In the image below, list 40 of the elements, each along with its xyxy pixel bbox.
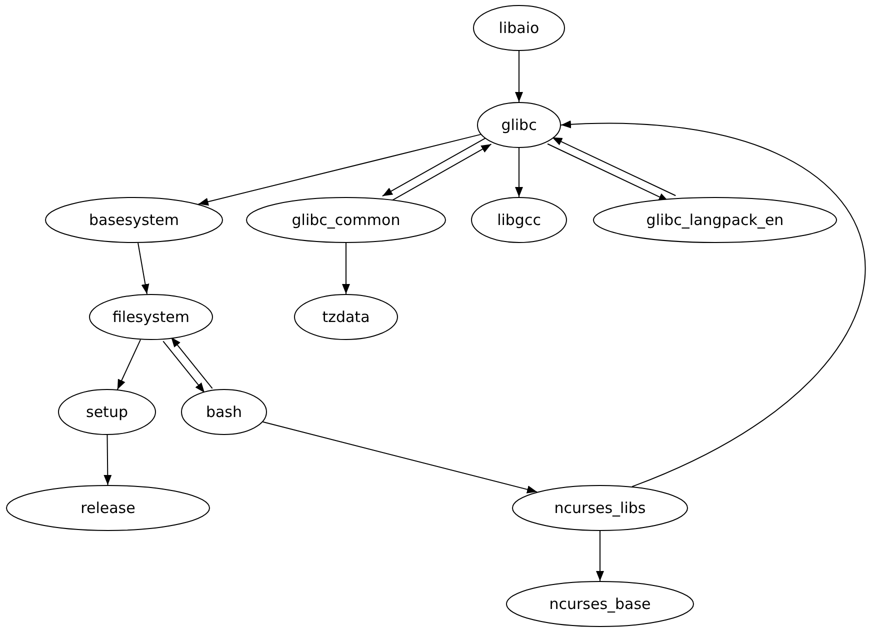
package-name: release: [80, 500, 136, 516]
package-ellipse: [593, 197, 837, 243]
arrow: [262, 421, 538, 494]
package-ellipse: [471, 197, 567, 243]
arrow: [560, 120, 864, 488]
arrow: [198, 134, 482, 206]
package-ellipse: [181, 389, 267, 435]
package-name: setup: [86, 404, 128, 420]
package-ellipse: [58, 389, 156, 435]
arrow: [515, 50, 523, 102]
package-name: basesystem: [89, 212, 179, 228]
package-ellipse: [477, 102, 561, 148]
arrow: [552, 136, 676, 196]
package-name: glibc: [501, 118, 537, 132]
arrow: [138, 242, 150, 295]
package-name: filesystem: [112, 310, 190, 324]
arrow: [382, 137, 487, 197]
package-ellipse: [6, 485, 210, 531]
package-ellipse: [246, 197, 446, 243]
package-name: bash: [206, 404, 242, 420]
arrow: [116, 339, 141, 390]
package-name: glibc_langpack_en: [646, 212, 784, 228]
arrow: [596, 530, 604, 582]
package-name: libaio: [498, 20, 540, 36]
package-name: tzdata: [322, 310, 370, 324]
package-ellipse: [506, 581, 694, 627]
package-ellipse: [512, 485, 688, 531]
arrow: [162, 340, 206, 394]
package-ellipse: [89, 294, 213, 340]
package-ellipse: [45, 197, 223, 243]
package-name: glibc_common: [292, 212, 400, 228]
arrow: [515, 148, 523, 198]
package-name: libgcc: [497, 212, 541, 228]
package-name: ncurses_base: [549, 596, 651, 612]
package-name: ncurses_libs: [554, 500, 646, 516]
arrow: [104, 434, 112, 486]
arrow: [342, 242, 350, 294]
arrow: [170, 336, 213, 389]
package-ellipse: [294, 294, 398, 340]
package-ellipse: [473, 5, 565, 51]
